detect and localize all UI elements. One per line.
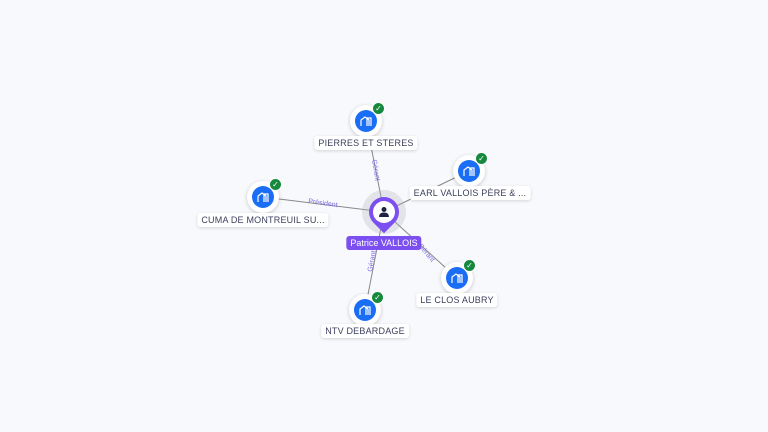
- verified-check-icon: ✓: [475, 152, 488, 165]
- company-node[interactable]: ✓: [349, 291, 384, 326]
- building-icon: [252, 186, 274, 208]
- company-label[interactable]: NTV DEBARDAGE: [321, 324, 409, 338]
- company-label[interactable]: LE CLOS AUBRY: [416, 293, 498, 307]
- building-icon: [354, 299, 376, 321]
- verified-check-icon: ✓: [269, 178, 282, 191]
- building-icon: [355, 110, 377, 132]
- person-icon: [373, 201, 395, 223]
- company-label[interactable]: EARL VALLOIS PÈRE & ...: [409, 186, 531, 200]
- building-icon: [458, 160, 480, 182]
- company-label[interactable]: PIERRES ET STERES: [314, 136, 418, 150]
- company-label[interactable]: CUMA DE MONTREUIL SU...: [197, 213, 329, 227]
- edge-label-cuma: Président: [308, 198, 338, 209]
- person-label[interactable]: Patrice VALLOIS: [346, 236, 422, 250]
- edge-cuma: [262, 196, 385, 213]
- edge-label-pierres: Gérant: [370, 159, 381, 181]
- company-node[interactable]: ✓: [247, 178, 282, 213]
- verified-check-icon: ✓: [463, 259, 476, 272]
- company-node[interactable]: ✓: [453, 152, 488, 187]
- edge-label-ntv: Gérant: [367, 250, 378, 272]
- verified-check-icon: ✓: [371, 291, 384, 304]
- building-icon: [446, 267, 468, 289]
- company-node[interactable]: ✓: [350, 102, 385, 137]
- company-node[interactable]: ✓: [441, 259, 476, 294]
- verified-check-icon: ✓: [372, 102, 385, 115]
